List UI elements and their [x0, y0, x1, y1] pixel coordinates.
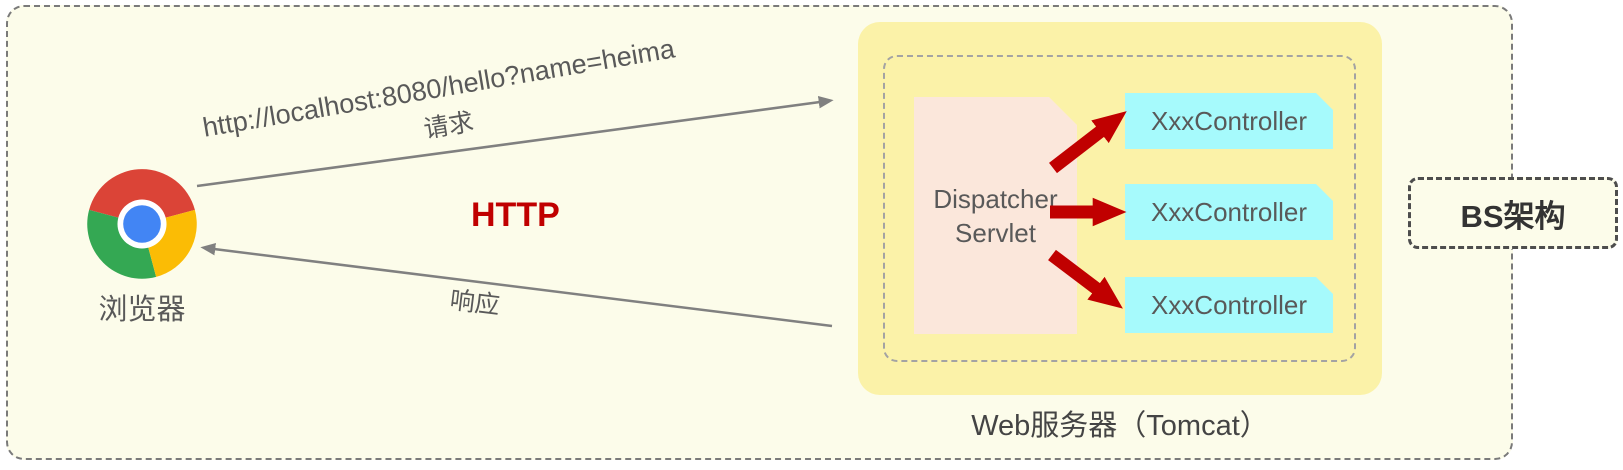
controller-label-3: XxxController: [1150, 289, 1308, 320]
browser-label: 浏览器: [98, 294, 186, 326]
bs-architecture-label: BS架构: [1460, 198, 1566, 234]
dispatcher-servlet-label-line1: Dispatcher: [933, 183, 1058, 214]
chrome-blue-core: [123, 205, 161, 243]
bs-architecture-badge: BS架构: [1408, 177, 1618, 249]
response-arrow: [200, 242, 833, 328]
controller-box-3: XxxController: [1125, 277, 1333, 333]
dispatcher-servlet-label-line2: Servlet: [955, 217, 1036, 248]
controller-label-1: XxxController: [1150, 105, 1308, 136]
controller-label-2: XxxController: [1150, 196, 1308, 227]
response-label: 响应: [448, 286, 502, 320]
chrome-icon: [87, 169, 197, 279]
dispatch-arrow-top: [1049, 111, 1127, 174]
controller-box-1: XxxController: [1125, 93, 1333, 149]
request-arrow: [196, 95, 834, 188]
http-protocol-label: HTTP: [471, 196, 560, 234]
server-inner-dashed-frame: [883, 55, 1356, 362]
web-server-caption: Web服务器（Tomcat）: [971, 410, 1269, 442]
dispatcher-servlet-box: Dispatcher Servlet: [914, 97, 1077, 334]
controller-box-2: XxxController: [1125, 184, 1333, 240]
dispatch-arrow-bottom: [1048, 249, 1123, 309]
chrome-red-segment: [89, 169, 195, 224]
